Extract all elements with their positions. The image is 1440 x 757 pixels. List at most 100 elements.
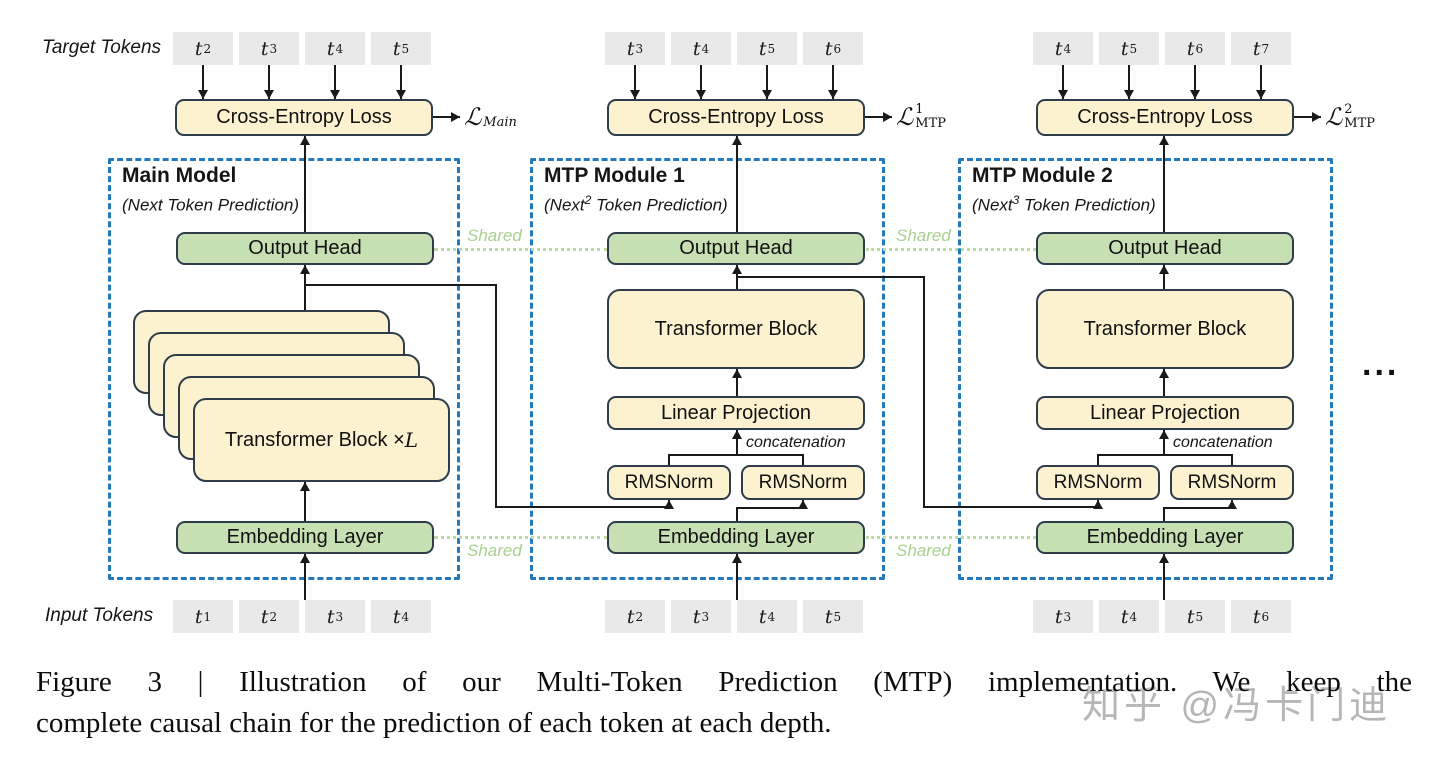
shared-output-head-link-2 — [866, 248, 1036, 251]
mtp1-embedding-to-rmsnorm-arrow — [798, 500, 808, 509]
target-token-arrow — [1124, 65, 1134, 99]
mtp2-concat-stub-right — [1231, 454, 1233, 465]
main-model-dashed-box — [108, 158, 460, 580]
main-to-mtp1-line-h1 — [305, 284, 497, 286]
mtp1-rmsnorm-right-box: RMSNorm — [741, 465, 865, 500]
mtp2-embedding-layer-box: Embedding Layer — [1036, 521, 1294, 554]
mtp2-rmsnorm-left-box: RMSNorm — [1036, 465, 1160, 500]
main-outputhead-to-loss-arrow — [300, 136, 310, 232]
target-token-arrow — [330, 65, 340, 99]
target-token-arrow — [264, 65, 274, 99]
mtp2-tb-to-outputhead-arrow — [1159, 265, 1169, 289]
main-cross-entropy-loss-box: Cross-Entropy Loss — [175, 99, 433, 136]
target-token-arrow — [1190, 65, 1200, 99]
mtp1-concat-stub-left — [668, 454, 670, 465]
shared-embedding-link-2 — [866, 536, 1036, 539]
main-embedding-to-stack-arrow — [300, 482, 310, 521]
target-token-arrow — [396, 65, 406, 99]
figure-caption: Figure 3 | Illustration of our Multi-Tok… — [36, 662, 1412, 744]
mtp2-concat-arrow — [1159, 430, 1169, 456]
mtp1-output-head-box: Output Head — [607, 232, 865, 265]
mtp1-to-mtp2-line-v — [923, 276, 925, 508]
main-to-mtp1-line-v — [495, 284, 497, 508]
mtp1-concat-arrow — [732, 430, 742, 456]
mtp2-concat-bracket — [1097, 454, 1233, 456]
mtp1-embedding-branch-line — [736, 507, 804, 509]
mtp1-to-mtp2-line-h1 — [737, 276, 925, 278]
mtp2-concatenation-label: concatenation — [1173, 434, 1273, 451]
mtp1-concat-bracket — [668, 454, 804, 456]
target-token-arrow — [828, 65, 838, 99]
shared-label-output-head-1: Shared — [467, 226, 522, 245]
mtp1-embedding-layer-box: Embedding Layer — [607, 521, 865, 554]
mtp1-to-mtp2-arrow — [1093, 500, 1103, 509]
mtp2-transformer-block-box: Transformer Block — [1036, 289, 1294, 369]
target-token-arrow — [696, 65, 706, 99]
mtp1-concatenation-label: concatenation — [746, 434, 846, 451]
mtp1-outputhead-to-loss-arrow — [732, 136, 742, 232]
caption-line-1: Figure 3 | Illustration of our Multi-Tok… — [36, 666, 1412, 698]
mtp2-subtitle: (Next3 Token Prediction) — [972, 193, 1156, 215]
mtp2-rmsnorm-right-box: RMSNorm — [1170, 465, 1294, 500]
target-token-arrow — [762, 65, 772, 99]
mtp2-output-head-box: Output Head — [1036, 232, 1294, 265]
mtp2-embedding-branch-line — [1163, 507, 1233, 509]
shared-label-embedding-2: Shared — [896, 541, 951, 560]
main-embedding-layer-box: Embedding Layer — [176, 521, 434, 554]
target-token-arrow — [198, 65, 208, 99]
shared-label-output-head-2: Shared — [896, 226, 951, 245]
main-to-mtp1-line-h2 — [495, 506, 669, 508]
mtp1-cross-entropy-loss-box: Cross-Entropy Loss — [607, 99, 865, 136]
mtp1-subtitle: (Next2 Token Prediction) — [544, 193, 728, 215]
main-to-mtp1-arrow — [664, 500, 674, 509]
mtp2-input-to-embedding-arrow — [1159, 554, 1169, 600]
mtp2-embedding-to-rmsnorm-arrow — [1227, 500, 1237, 509]
target-token-arrow — [1256, 65, 1266, 99]
mtp1-tb-to-outputhead-arrow — [732, 265, 742, 289]
caption-line-2: complete causal chain for the prediction… — [36, 707, 832, 739]
main-loss-symbol: ℒ Main — [464, 103, 517, 131]
main-stack-to-outputhead-arrow — [300, 265, 310, 311]
shared-embedding-link-1 — [434, 536, 608, 539]
mtp1-embedding-up-line — [736, 508, 738, 521]
mtp2-loss-arrow — [1294, 112, 1321, 122]
shared-output-head-link-1 — [434, 248, 608, 251]
mtp2-outputhead-to-loss-arrow — [1159, 136, 1169, 232]
mtp1-loss-arrow — [865, 112, 892, 122]
main-model-subtitle: (Next Token Prediction) — [122, 195, 300, 215]
continuation-ellipsis: ... — [1362, 345, 1400, 383]
target-tokens-label: Target Tokens — [42, 37, 162, 58]
mtp1-input-to-embedding-arrow — [732, 554, 742, 600]
target-token-arrow — [1058, 65, 1068, 99]
mtp1-linear-projection-box: Linear Projection — [607, 396, 865, 430]
mtp1-rmsnorm-left-box: RMSNorm — [607, 465, 731, 500]
main-loss-arrow — [433, 112, 460, 122]
main-input-to-embedding-arrow — [300, 554, 310, 600]
input-tokens-label: Input Tokens — [45, 605, 154, 626]
mtp2-linear-projection-box: Linear Projection — [1036, 396, 1294, 430]
